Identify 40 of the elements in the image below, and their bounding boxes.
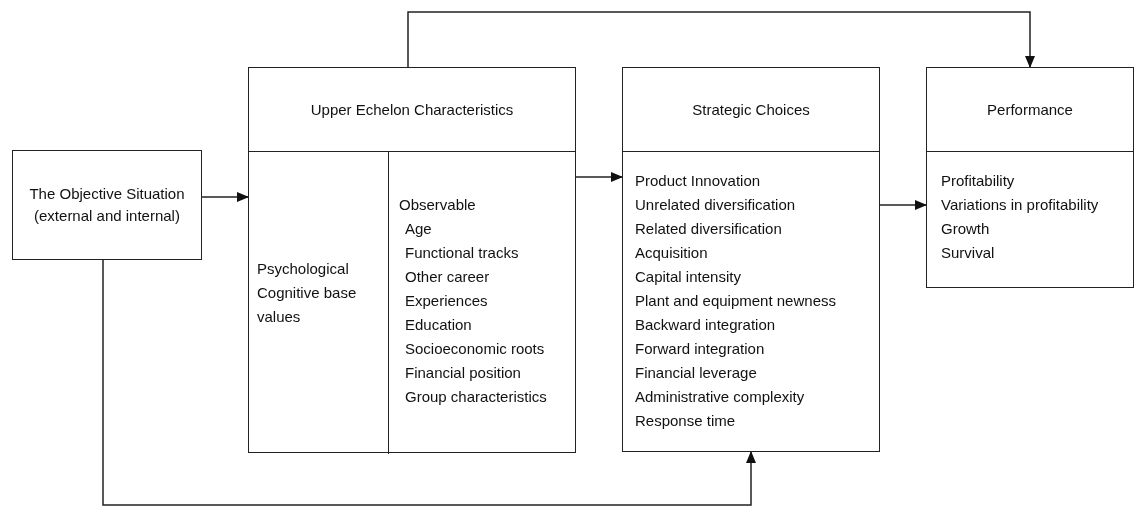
list-item: Response time [635,411,737,431]
box-label: The Objective Situation (external and internal) [28,184,186,226]
arrow [201,192,249,202]
list-item: Other career [404,267,491,287]
list-item: Variations in profitability [941,195,1100,215]
list-item: Socioeconomic roots [404,339,546,359]
box-heading: Strategic Choices [692,99,810,120]
list-item: Related diversification [635,219,783,239]
list-item: Backward integration [635,315,777,335]
list-item: Capital intensity [635,267,742,287]
list-item: Financial position [404,363,522,383]
arrow [102,259,756,506]
list-item: Unrelated diversification [635,195,797,215]
list-item: Group characteristics [404,387,548,407]
list-item: Profitability [941,171,1016,191]
list-item: Acquisition [635,243,709,263]
list-item: Administrative complexity [635,387,806,407]
arrow [575,172,623,182]
list-item: Functional tracks [404,243,520,263]
situation-box [12,150,202,260]
list-item: Age [404,219,433,239]
arrow [879,200,927,210]
list-item: Education [404,315,473,335]
performance-box [926,67,1134,288]
list-item: Survival [941,243,996,263]
list-item: Forward integration [635,339,766,359]
list-item: Psychological [257,258,350,279]
list-item: Plant and equipment newness [635,291,837,311]
list-item: Cognitive base [257,282,358,303]
list-item: Financial leverage [635,363,758,383]
list-item: Product Innovation [635,171,762,191]
arrow [407,11,1035,68]
list-item: values [257,306,302,327]
box-heading: Upper Echelon Characteristics [310,99,514,120]
box-heading: Performance [987,99,1073,120]
list-item: Experiences [404,291,489,311]
list-heading: Observable [399,195,477,215]
characteristics-box [248,67,576,453]
list-item: Growth [941,219,991,239]
strategic-choices-box [622,67,880,452]
